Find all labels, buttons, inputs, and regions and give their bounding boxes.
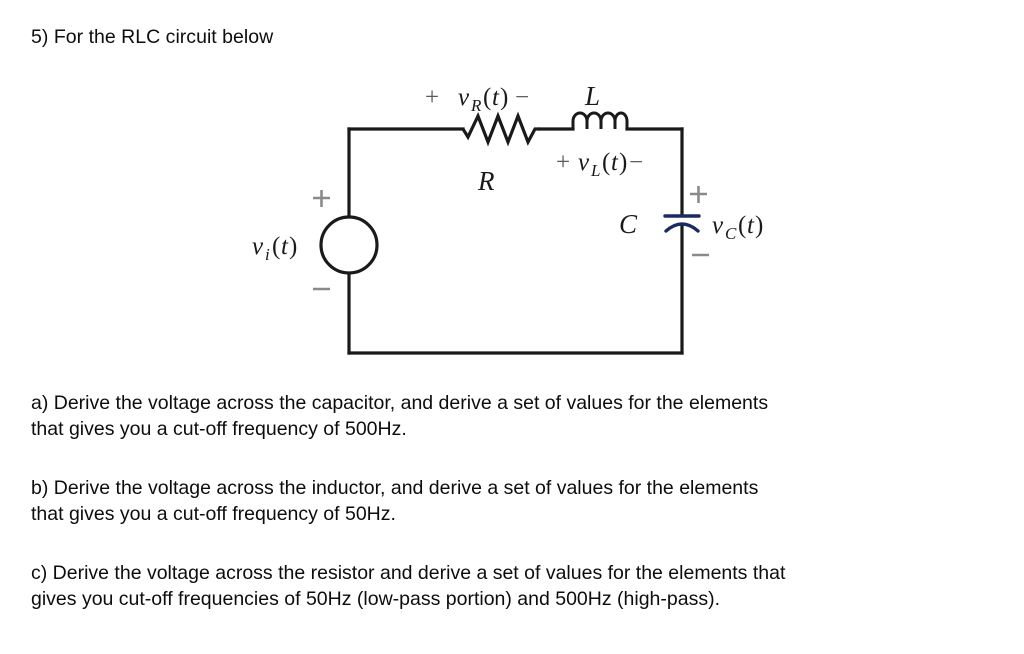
capacitor-symbol — [663, 214, 701, 233]
vr-symbol: v — [458, 84, 470, 111]
vi-paren-close: ) — [289, 233, 297, 260]
vl-paren-open: ( — [602, 149, 610, 176]
capacitor-voltage-label: v C ( t ) — [712, 212, 763, 243]
resistor-symbol — [461, 111, 540, 147]
vc-subscript: C — [725, 224, 737, 243]
polarity-signs — [313, 186, 709, 291]
vi-paren-open: ( — [272, 233, 280, 260]
inductor-voltage-label: + v L ( t ) − — [556, 149, 643, 180]
vr-subscript: R — [470, 96, 482, 115]
inductor-loop-2 — [585, 111, 603, 129]
circuit-diagram: + v R ( t ) − L R + v L ( t ) − — [252, 81, 763, 355]
vi-symbol: v — [252, 233, 264, 260]
capacitor-plus-sign — [690, 186, 707, 203]
question-part-b: b) Derive the voltage across the inducto… — [31, 476, 991, 527]
vr-plus-sign: + — [425, 84, 439, 111]
vl-plus-sign: + — [556, 149, 570, 176]
vl-minus-sign: − — [629, 149, 643, 176]
vl-symbol: v — [578, 149, 590, 176]
source-plus-sign — [313, 190, 330, 207]
inductor-label: L — [584, 81, 600, 111]
inductor-loop-3 — [599, 111, 617, 129]
vr-paren-open: ( — [483, 84, 491, 111]
source-label: v i ( t ) — [252, 233, 297, 264]
part-a-line-1: a) Derive the voltage across the capacit… — [31, 392, 769, 414]
circuit-svg: + v R ( t ) − L R + v L ( t ) − — [252, 81, 763, 355]
vl-paren-close: ) — [619, 149, 627, 176]
vc-symbol: v — [712, 212, 724, 239]
inductor-loop-4 — [613, 111, 629, 129]
vr-t: t — [492, 84, 500, 111]
part-c-line-1: c) Derive the voltage across the resisto… — [31, 562, 786, 584]
voltage-source-symbol — [319, 215, 379, 275]
part-c-line-2: gives you cut-off frequencies of 50Hz (l… — [31, 587, 720, 610]
inductor-loop-1 — [571, 111, 589, 129]
circuit-wires — [347, 127, 684, 355]
vl-subscript: L — [590, 161, 600, 180]
vl-t: t — [611, 149, 619, 176]
vi-t: t — [281, 233, 289, 260]
page-title: 5) For the RLC circuit below — [31, 26, 274, 48]
part-a-line-2: that gives you a cut-off frequency of 50… — [31, 417, 407, 440]
vc-paren-close: ) — [755, 212, 763, 239]
question-part-a: a) Derive the voltage across the capacit… — [31, 391, 991, 442]
source-circle — [319, 215, 379, 275]
vr-paren-close: ) — [500, 84, 508, 111]
resistor-label: R — [477, 166, 495, 196]
resistor-voltage-label: + v R ( t ) − — [425, 84, 529, 115]
vc-t: t — [747, 212, 755, 239]
inductor-symbol — [571, 111, 629, 129]
capacitor-label: C — [619, 209, 638, 239]
vc-paren-open: ( — [738, 212, 746, 239]
question-part-c: c) Derive the voltage across the resisto… — [31, 561, 1011, 612]
vi-subscript: i — [265, 245, 270, 264]
vr-minus-sign: − — [515, 84, 529, 111]
resistor-zigzag — [461, 111, 540, 147]
part-b-line-1: b) Derive the voltage across the inducto… — [31, 477, 759, 499]
part-b-line-2: that gives you a cut-off frequency of 50… — [31, 502, 396, 525]
capacitor-plate-curved — [664, 222, 700, 233]
